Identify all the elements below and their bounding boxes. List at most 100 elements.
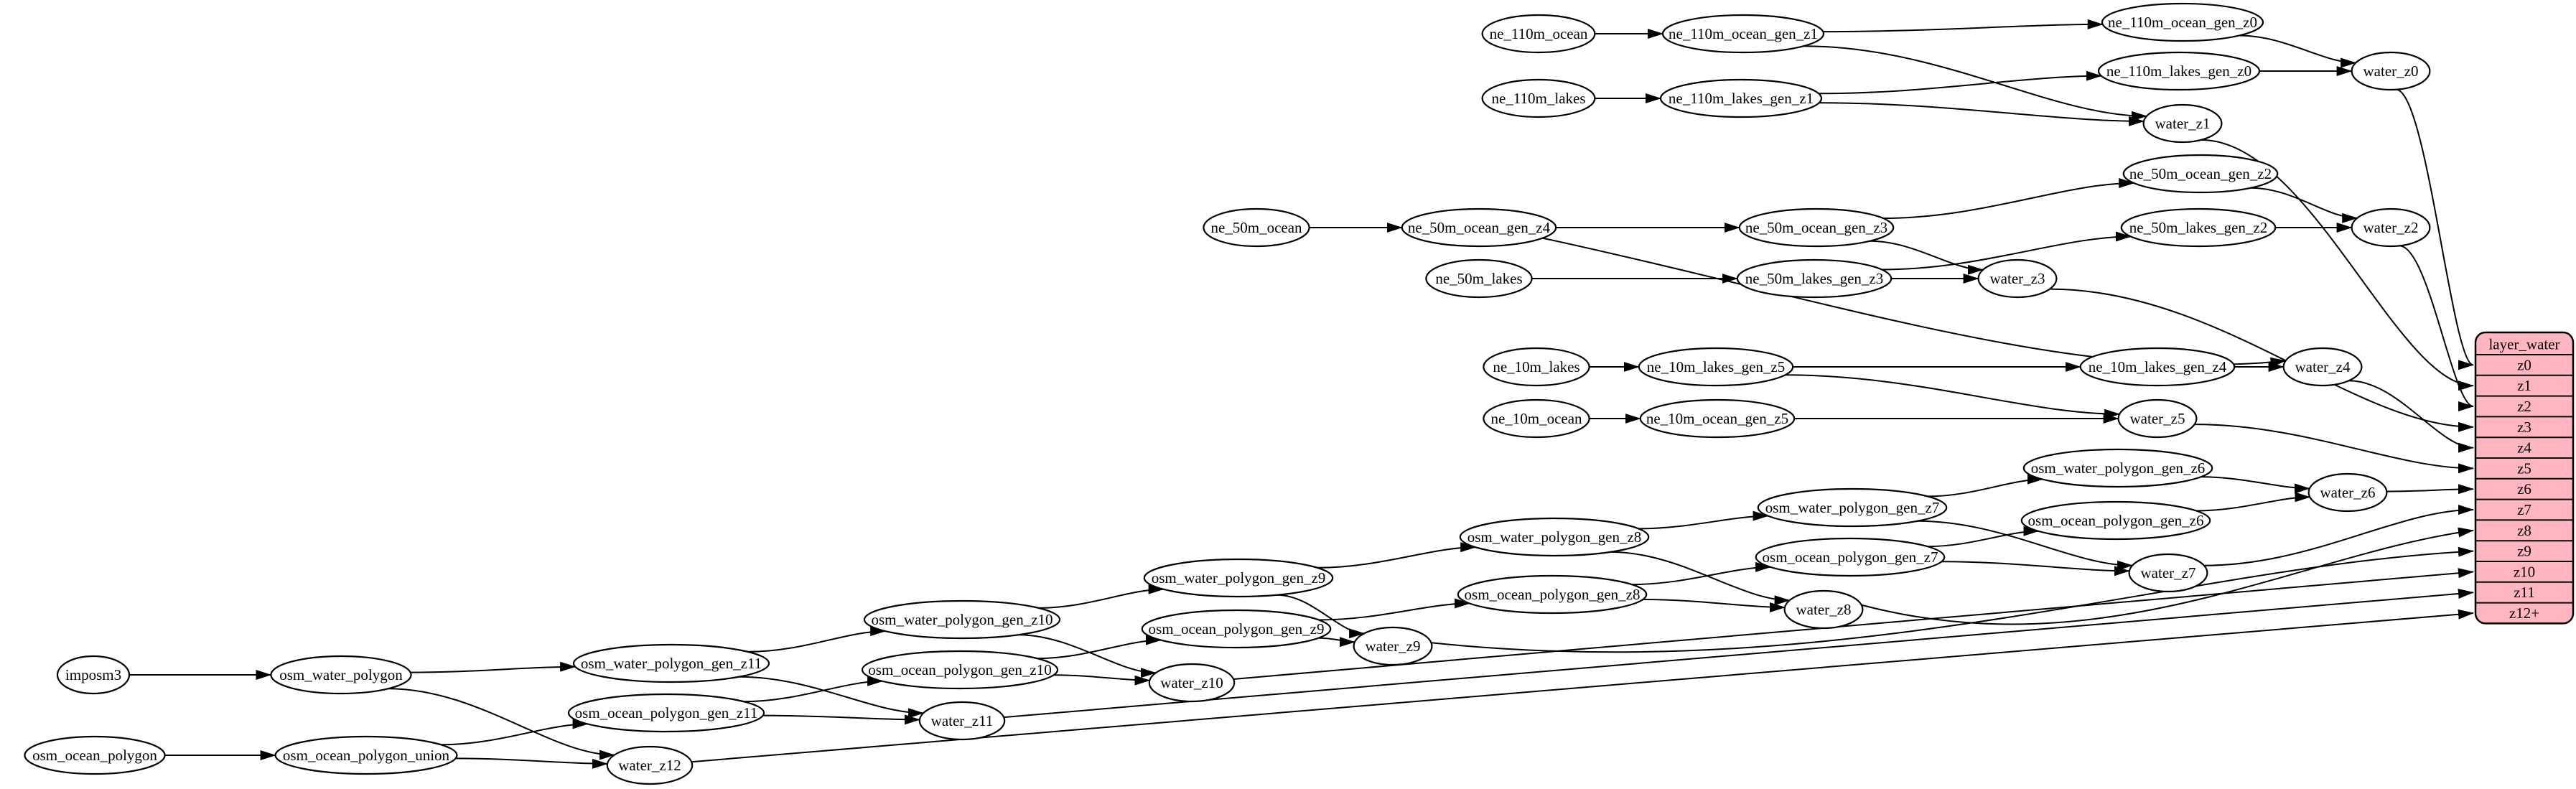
edge-osm_ocean_polygon_gen_z6-to-water_z6	[2195, 492, 2311, 512]
edge-ne_50m_lakes_gen_z3-to-ne_50m_lakes_gen_z2	[1881, 231, 2132, 271]
node-osm_ocean_polygon_union: osm_ocean_polygon_union	[274, 735, 458, 775]
node-ellipse-water_z4	[2282, 347, 2363, 387]
node-ellipse-ne_50m_lakes	[1425, 258, 1533, 299]
node-ellipse-ne_110m_ocean_gen_z0	[2101, 2, 2264, 42]
edge-osm_water_polygon_gen_z10-to-osm_water_polygon_gen_z9	[1038, 584, 1165, 609]
edge-osm_water_polygon_gen_z9-to-water_z9	[1277, 594, 1366, 639]
node-ne_110m_lakes: ne_110m_lakes	[1481, 78, 1596, 118]
node-ellipse-ne_110m_lakes_gen_z0	[2097, 51, 2261, 91]
edge-water_z8-to-layer_water-z8	[1861, 527, 2474, 625]
edge-ne_50m_ocean_gen_z4-to-water_z4	[1542, 237, 2287, 368]
node-label-osm_water_polygon_gen_z9: osm_water_polygon_gen_z9	[1152, 569, 1326, 587]
node-ellipse-water_z9	[1353, 626, 1433, 666]
node-ellipse-osm_water_polygon_gen_z9	[1143, 558, 1334, 598]
node-ellipse-osm_ocean_polygon_gen_z10	[861, 650, 1059, 690]
node-ellipse-water_z7	[2128, 553, 2208, 593]
edge-ne_110m_ocean_gen_z1-to-water_z1	[1803, 45, 2147, 121]
node-label-ne_50m_ocean_gen_z4: ne_50m_ocean_gen_z4	[1408, 219, 1551, 236]
node-ne_50m_lakes_gen_z2: ne_50m_lakes_gen_z2	[2120, 207, 2277, 248]
node-water_z5: water_z5	[2117, 398, 2198, 439]
node-label-ne_50m_lakes_gen_z3: ne_50m_lakes_gen_z3	[1745, 270, 1883, 287]
edge-water_z12-to-layer_water-z12plus	[691, 609, 2474, 763]
edge-water_z7-to-layer_water-z7	[2203, 505, 2474, 566]
node-ellipse-ne_110m_lakes_gen_z1	[1659, 78, 1823, 118]
edge-osm_ocean_polygon_gen_z8-to-osm_ocean_polygon_gen_z7	[1631, 561, 1772, 586]
node-water_z2: water_z2	[2351, 207, 2431, 248]
edge-osm_ocean_polygon_gen_z11-to-water_z11	[762, 714, 920, 725]
edge-osm_ocean_polygon_gen_z10-to-water_z10	[1053, 674, 1151, 686]
node-label-ne_50m_ocean_gen_z2: ne_50m_ocean_gen_z2	[2129, 165, 2272, 182]
node-label-osm_ocean_polygon_gen_z11: osm_ocean_polygon_gen_z11	[575, 704, 758, 722]
node-ellipse-ne_10m_lakes_gen_z5	[1638, 347, 1794, 387]
edge-osm_water_polygon-to-osm_water_polygon_gen_z11	[410, 661, 577, 673]
record-row-z5: z5	[2517, 459, 2531, 477]
node-label-ne_50m_ocean_gen_z3: ne_50m_ocean_gen_z3	[1745, 219, 1887, 236]
node-ne_10m_ocean: ne_10m_ocean	[1483, 398, 1590, 439]
node-osm_ocean_polygon_gen_z8: osm_ocean_polygon_gen_z8	[1457, 574, 1648, 615]
node-label-ne_50m_lakes_gen_z2: ne_50m_lakes_gen_z2	[2129, 219, 2267, 236]
edge-ne_110m_ocean_gen_z1-to-ne_110m_ocean_gen_z0	[1823, 19, 2104, 33]
record-row-z7: z7	[2517, 501, 2531, 518]
edge-osm_water_polygon_gen_z11-to-osm_water_polygon_gen_z10	[747, 626, 887, 653]
node-label-ne_10m_ocean: ne_10m_ocean	[1490, 410, 1582, 427]
node-osm_water_polygon_gen_z9: osm_water_polygon_gen_z9	[1143, 558, 1334, 598]
node-water_z8: water_z8	[1783, 589, 1864, 630]
record-row-z1: z1	[2517, 377, 2531, 394]
edge-ne_50m_ocean_gen_z3-to-water_z3	[1870, 240, 1984, 275]
node-ellipse-water_z5	[2117, 398, 2198, 439]
node-label-ne_10m_lakes_gen_z5: ne_10m_lakes_gen_z5	[1647, 358, 1785, 375]
node-osm_water_polygon_gen_z10: osm_water_polygon_gen_z10	[863, 599, 1061, 640]
node-label-imposm3: imposm3	[65, 666, 121, 683]
record-row-z8: z8	[2517, 522, 2531, 539]
node-label-osm_water_polygon_gen_z10: osm_water_polygon_gen_z10	[871, 611, 1053, 628]
record-row-z0: z0	[2517, 356, 2531, 373]
node-label-osm_water_polygon: osm_water_polygon	[279, 666, 403, 683]
record-title: layer_water	[2488, 336, 2559, 353]
node-ellipse-water_z1	[2142, 103, 2223, 144]
record-row-z9: z9	[2517, 543, 2531, 560]
node-water_z3: water_z3	[1977, 258, 2058, 299]
node-label-osm_water_polygon_gen_z11: osm_water_polygon_gen_z11	[581, 655, 762, 672]
node-ellipse-ne_50m_lakes_gen_z3	[1736, 258, 1893, 299]
edge-osm_ocean_polygon_gen_z7-to-water_z7	[1941, 561, 2130, 576]
node-ellipse-ne_50m_ocean_gen_z4	[1401, 207, 1557, 248]
node-label-water_z11: water_z11	[931, 712, 994, 729]
node-label-osm_ocean_polygon_gen_z9: osm_ocean_polygon_gen_z9	[1149, 620, 1325, 638]
node-ne_50m_lakes_gen_z3: ne_50m_lakes_gen_z3	[1736, 258, 1893, 299]
node-label-osm_ocean_polygon: osm_ocean_polygon	[32, 747, 157, 764]
node-label-ne_10m_lakes: ne_10m_lakes	[1493, 358, 1579, 375]
node-ne_50m_ocean_gen_z2: ne_50m_ocean_gen_z2	[2122, 154, 2279, 194]
node-water_z9: water_z9	[1353, 626, 1433, 666]
edge-water_z11-to-layer_water-z11	[1004, 589, 2474, 719]
node-label-osm_water_polygon_gen_z8: osm_water_polygon_gen_z8	[1467, 528, 1642, 546]
node-water_z4: water_z4	[2282, 347, 2363, 387]
node-label-water_z2: water_z2	[2363, 219, 2419, 236]
node-ellipse-ne_110m_ocean	[1481, 14, 1596, 54]
node-ellipse-osm_ocean_polygon_gen_z8	[1457, 574, 1648, 615]
record-row-z12-plus: z12+	[2509, 604, 2539, 622]
record-layer_water: layer_waterz0z1z2z3z4z5z6z7z8z9z10z11z12…	[2474, 331, 2575, 625]
edge-ne_110m_lakes_gen_z1-to-water_z1	[1819, 102, 2145, 126]
node-water_z10: water_z10	[1148, 663, 1236, 703]
node-ellipse-water_z3	[1977, 258, 2058, 299]
node-label-water_z1: water_z1	[2155, 115, 2211, 132]
node-ellipse-ne_50m_ocean_gen_z3	[1738, 207, 1895, 248]
node-ne_110m_lakes_gen_z0: ne_110m_lakes_gen_z0	[2097, 51, 2261, 91]
edge-osm_water_polygon-to-water_z12	[388, 688, 615, 760]
edge-osm_ocean_polygon_gen_z9-to-water_z9	[1318, 637, 1355, 648]
node-osm_water_polygon_gen_z11: osm_water_polygon_gen_z11	[572, 643, 770, 683]
record-row-z10: z10	[2514, 563, 2535, 580]
node-label-water_z8: water_z8	[1796, 601, 1852, 618]
node-label-ne_110m_lakes: ne_110m_lakes	[1491, 90, 1585, 107]
node-osm_ocean_polygon_gen_z7: osm_ocean_polygon_gen_z7	[1755, 537, 1946, 577]
node-ellipse-ne_10m_ocean_gen_z5	[1639, 398, 1796, 439]
node-ellipse-water_z10	[1148, 663, 1236, 703]
edge-osm_ocean_polygon_gen_z10-to-osm_ocean_polygon_gen_z9	[1037, 635, 1162, 660]
node-osm_water_polygon_gen_z7: osm_water_polygon_gen_z7	[1757, 487, 1948, 528]
record-row-z3: z3	[2517, 419, 2531, 436]
node-label-water_z10: water_z10	[1160, 674, 1223, 691]
node-ellipse-water_z0	[2351, 51, 2431, 91]
record-body	[2474, 331, 2575, 625]
